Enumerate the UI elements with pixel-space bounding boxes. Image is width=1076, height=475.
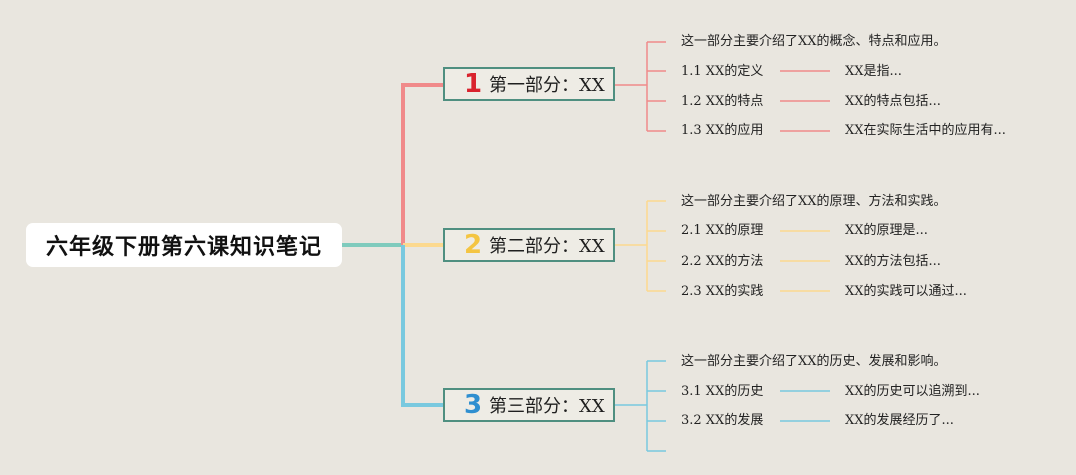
subtopic-detail[interactable]: XX的实践可以通过... — [845, 284, 967, 299]
subtopic-label[interactable]: 2.2 XX的方法 — [681, 254, 764, 269]
section-title: 第一部分：XX — [489, 75, 605, 96]
section-node-3[interactable]: 3 第三部分：XX — [443, 388, 615, 422]
summary-node[interactable]: 这一部分主要介绍了XX的历史、发展和影响。 — [681, 354, 947, 369]
subtopic-label[interactable]: 1.3 XX的应用 — [681, 123, 764, 138]
section-node-2[interactable]: 2 第二部分：XX — [443, 228, 615, 262]
subtopic-detail[interactable]: XX的发展经历了... — [845, 413, 954, 428]
subtopic-detail[interactable]: XX的历史可以追溯到... — [845, 384, 980, 399]
summary-node[interactable]: 这一部分主要介绍了XX的概念、特点和应用。 — [681, 34, 947, 49]
subtopic-label[interactable]: 3.1 XX的历史 — [681, 384, 764, 399]
subtopic-detail[interactable]: XX的原理是... — [845, 223, 928, 238]
subtopic-label[interactable]: 3.2 XX的发展 — [681, 413, 764, 428]
number-2-icon: 2 — [463, 230, 483, 260]
subtopic-label[interactable]: 1.1 XX的定义 — [681, 64, 764, 79]
number-3-icon: 3 — [463, 390, 483, 420]
subtopic-detail[interactable]: XX的方法包括... — [845, 254, 941, 269]
summary-node[interactable]: 这一部分主要介绍了XX的原理、方法和实践。 — [681, 194, 947, 209]
subtopic-detail[interactable]: XX的特点包括... — [845, 94, 941, 109]
subtopic-detail[interactable]: XX是指... — [845, 64, 902, 79]
number-1-icon: 1 — [463, 69, 483, 99]
section-node-1[interactable]: 1 第一部分：XX — [443, 67, 615, 101]
section-title: 第二部分：XX — [489, 236, 605, 257]
root-node[interactable]: 六年级下册第六课知识笔记 — [26, 223, 342, 267]
section-title: 第三部分：XX — [489, 396, 605, 417]
subtopic-label[interactable]: 1.2 XX的特点 — [681, 94, 764, 109]
subtopic-detail[interactable]: XX在实际生活中的应用有... — [845, 123, 1006, 138]
subtopic-label[interactable]: 2.1 XX的原理 — [681, 223, 764, 238]
root-title: 六年级下册第六课知识笔记 — [45, 235, 322, 260]
subtopic-label[interactable]: 2.3 XX的实践 — [681, 284, 764, 299]
